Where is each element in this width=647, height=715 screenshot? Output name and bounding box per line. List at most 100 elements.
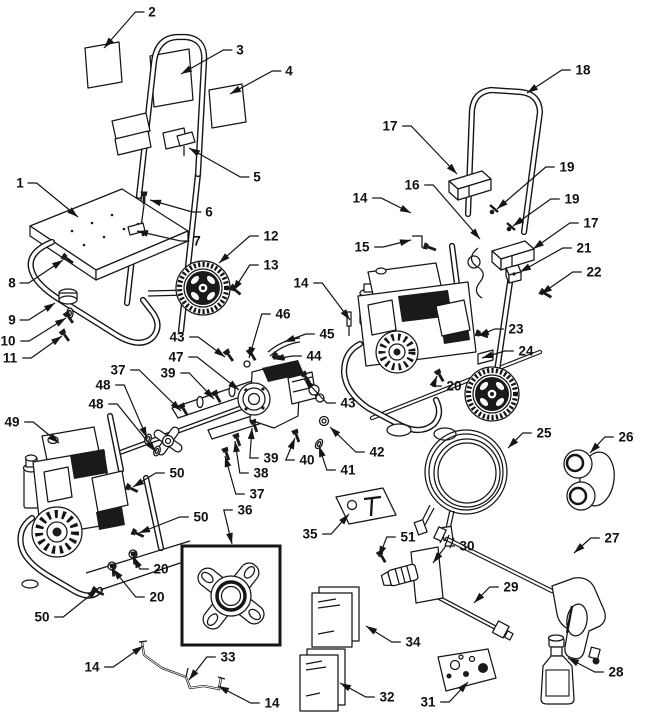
knob-part5 [176, 131, 196, 147]
callout-14-4: 14 [217, 685, 280, 711]
svg-text:29: 29 [503, 580, 518, 595]
callout-14-2: 14 [293, 276, 351, 321]
air-filter-box [91, 470, 129, 513]
svg-text:43: 43 [169, 330, 185, 345]
callout-10: 10 [0, 317, 67, 349]
svg-text:24: 24 [518, 344, 534, 359]
mounting-flange [197, 562, 265, 630]
mini-flange [153, 426, 183, 456]
callout-17-2: 17 [532, 216, 599, 250]
callout-39-2: 39 [247, 427, 279, 466]
callout-14-3: 14 [84, 645, 144, 675]
svg-text:45: 45 [319, 327, 335, 342]
callout-46: 46 [248, 307, 291, 359]
callout-9: 9 [8, 302, 56, 328]
callout-15: 15 [354, 239, 412, 255]
svg-text:19: 19 [564, 192, 579, 207]
bolt-part10 [62, 310, 76, 325]
grip-part17a [448, 170, 492, 201]
svg-text:26: 26 [618, 430, 634, 445]
svg-text:14: 14 [352, 191, 368, 206]
svg-text:36: 36 [237, 503, 253, 518]
callout-2: 2 [103, 5, 156, 49]
svg-text:39: 39 [263, 451, 278, 466]
svg-text:35: 35 [302, 527, 318, 542]
callout-47: 47 [168, 350, 240, 391]
decal-part4 [208, 83, 247, 129]
svg-text:13: 13 [263, 258, 279, 273]
svg-text:17: 17 [583, 216, 598, 231]
svg-text:20: 20 [149, 590, 164, 605]
callout-36: 36 [223, 503, 253, 545]
svg-text:8: 8 [8, 276, 16, 291]
callout-50-3: 50 [34, 588, 99, 625]
svg-text:12: 12 [263, 229, 278, 244]
svg-text:1: 1 [16, 176, 24, 191]
callout-48-2: 48 [88, 397, 157, 453]
callout-32: 32 [339, 682, 395, 705]
pin-part19b [506, 226, 512, 232]
svg-text:7: 7 [193, 234, 201, 249]
svg-text:10: 10 [0, 334, 15, 349]
cable-part16 [470, 247, 484, 299]
spray-gun-part27 [433, 526, 606, 665]
decal-part2 [84, 41, 123, 89]
svg-text:25: 25 [536, 426, 552, 441]
callout-20-3: 20 [112, 568, 165, 605]
bolt-part11 [58, 328, 72, 343]
callout-38: 38 [233, 440, 269, 481]
callout-16: 16 [404, 178, 481, 240]
svg-text:21: 21 [576, 241, 592, 256]
callout-34: 34 [365, 625, 421, 650]
callout-19-2: 19 [512, 192, 580, 227]
callout-31: 31 [420, 681, 469, 710]
callout-43: 43 [169, 330, 226, 358]
callout-42: 42 [329, 426, 385, 460]
svg-text:37: 37 [249, 487, 264, 502]
svg-text:14: 14 [293, 276, 309, 291]
svg-text:23: 23 [508, 322, 524, 337]
tool-plate-part35 [335, 487, 397, 525]
bottle-part28 [540, 634, 575, 705]
callout-29: 29 [473, 580, 519, 604]
svg-text:42: 42 [369, 445, 384, 460]
svg-text:51: 51 [400, 530, 416, 545]
callout-45: 45 [283, 327, 335, 343]
callout-37-2: 37 [224, 455, 265, 502]
svg-text:2: 2 [148, 5, 156, 20]
svg-text:19: 19 [559, 160, 574, 175]
callout-4: 4 [229, 64, 293, 95]
svg-text:40: 40 [299, 453, 314, 468]
callout-11: 11 [3, 335, 63, 366]
svg-text:47: 47 [168, 350, 183, 365]
callout-21: 21 [519, 241, 592, 273]
callout-28: 28 [567, 657, 624, 680]
callout-44: 44 [272, 349, 322, 364]
svg-text:38: 38 [253, 466, 269, 481]
callout-14: 14 [352, 191, 412, 214]
svg-text:41: 41 [340, 463, 356, 478]
svg-text:37: 37 [110, 363, 125, 378]
svg-text:3: 3 [236, 43, 244, 58]
manual-part34 [311, 586, 360, 648]
svg-text:32: 32 [379, 690, 394, 705]
svg-text:22: 22 [586, 265, 601, 280]
gun-body [551, 577, 606, 660]
hose-hanger-part26 [563, 449, 615, 511]
callout-25: 25 [507, 426, 552, 449]
callout-48: 48 [95, 378, 148, 439]
svg-text:44: 44 [306, 349, 322, 364]
callout-50-2: 50 [138, 510, 209, 534]
svg-text:11: 11 [3, 351, 18, 366]
svg-text:30: 30 [459, 539, 474, 554]
svg-text:34: 34 [405, 635, 421, 650]
callout-30: 30 [432, 539, 475, 564]
svg-text:9: 9 [8, 313, 16, 328]
callout-3: 3 [180, 43, 244, 75]
svg-text:4: 4 [285, 64, 293, 79]
pump-assembly [115, 337, 330, 540]
callout-33: 33 [188, 650, 236, 681]
engine-assembly-49 [20, 416, 199, 598]
manual-part32 [299, 648, 346, 712]
